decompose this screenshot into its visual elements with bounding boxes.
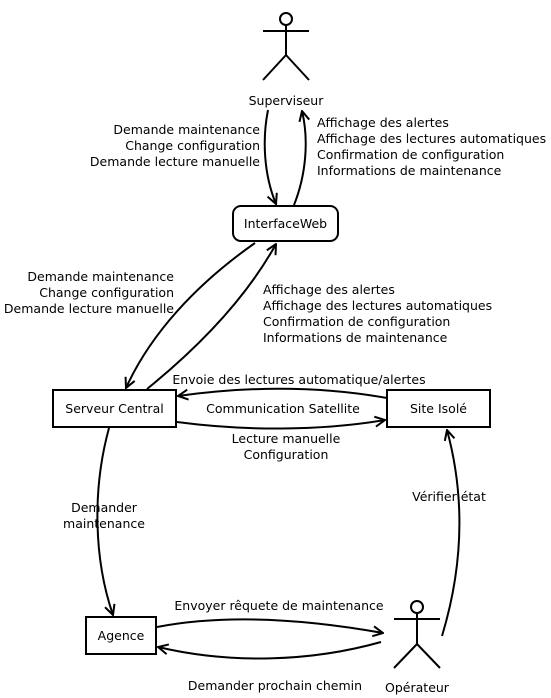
superviseur-actor: Superviseur [249, 12, 325, 108]
edge-label-line: Change configuration [125, 138, 260, 153]
label-operateur-to-site: Vérifier état [412, 489, 486, 504]
edge-serveur-to-agence [96, 427, 113, 615]
edge-label-line: Informations de maintenance [263, 330, 448, 345]
label-serveur-to-site: Lecture manuelle Configuration [232, 431, 341, 462]
edge-label-line: Lecture manuelle [232, 431, 341, 446]
site-isole-label: Site Isolé [410, 401, 467, 416]
edge-web-to-serveur [126, 242, 256, 388]
superviseur-left-leg [262, 54, 287, 81]
edge-label-line: Configuration [244, 447, 329, 462]
edge-label-line: Demande maintenance [113, 122, 260, 137]
interface-web-node: InterfaceWeb [232, 205, 339, 242]
edge-label-line: Demande lecture manuelle [90, 154, 260, 169]
superviseur-label: Superviseur [249, 93, 325, 108]
label-serveur-to-agence: Demander maintenance [63, 500, 145, 531]
edge-label-line: Affichage des alertes [263, 282, 395, 297]
label-site-to-serveur: Envoie des lectures automatique/alertes [172, 372, 425, 387]
operateur-label: Opérateur [385, 680, 450, 695]
superviseur-right-leg [285, 54, 310, 81]
serveur-central-node: Serveur Central [52, 389, 177, 428]
agence-label: Agence [98, 628, 145, 643]
edge-label-line: Affichage des lectures automatiques [317, 131, 546, 146]
label-web-to-serveur: Demande maintenance Change configuration… [4, 269, 174, 316]
operateur-head [410, 600, 424, 614]
edge-operateur-to-site [441, 430, 461, 637]
edge-label-line: Change configuration [39, 285, 174, 300]
operateur-left-leg [393, 643, 418, 669]
superviseur-head [279, 12, 293, 26]
edge-agence-to-operateur [156, 618, 383, 633]
site-isole-box [386, 389, 491, 428]
edge-label-line: Informations de maintenance [317, 163, 502, 178]
label-serveur-to-web: Affichage des alertes Affichage des lect… [263, 282, 492, 345]
edge-superviseur-to-web [263, 109, 276, 204]
label-agence-to-operateur: Envoyer rêquete de maintenance [174, 598, 384, 613]
operateur-right-leg [416, 643, 441, 669]
site-isole-node: Site Isolé [386, 389, 491, 428]
agence-box [85, 616, 157, 655]
serveur-central-box [52, 389, 177, 428]
label-operateur-to-agence: Demander prochain chemin [188, 678, 362, 693]
edge-label-line: Affichage des alertes [317, 115, 449, 130]
label-sup-to-web: Demande maintenance Change configuration… [90, 122, 260, 169]
agence-node: Agence [85, 616, 157, 655]
operateur-actor: Opérateur [385, 600, 450, 695]
edge-label-line: Affichage des lectures automatiques [263, 298, 492, 313]
interface-web-label: InterfaceWeb [244, 216, 327, 231]
edge-label-line: Confirmation de configuration [263, 314, 450, 329]
edge-label-line: maintenance [63, 516, 145, 531]
edge-operateur-to-agence [158, 641, 382, 660]
edge-serveur-to-web [146, 244, 276, 390]
edge-label-line: Demande lecture manuelle [4, 301, 174, 316]
edge-serveur-to-site [176, 420, 385, 430]
edge-label-line: Demander [71, 500, 138, 515]
edge-site-to-serveur [178, 387, 388, 398]
interface-web-box [232, 205, 339, 242]
label-web-to-sup: Affichage des alertes Affichage des lect… [317, 115, 546, 178]
label-satellite: Communication Satellite [206, 401, 360, 416]
edge-web-to-superviseur [293, 111, 306, 206]
edge-label-line: Demande maintenance [27, 269, 174, 284]
serveur-central-label: Serveur Central [65, 401, 163, 416]
edge-label-line: Confirmation de configuration [317, 147, 504, 162]
